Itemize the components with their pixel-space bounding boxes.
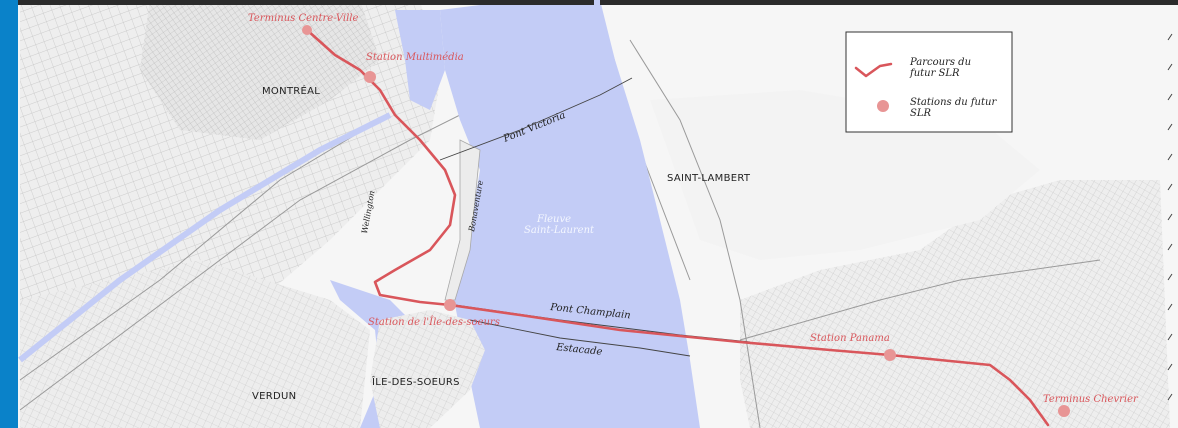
station-marker-chevrier	[1058, 405, 1070, 417]
legend-station-label-line2: SLR	[910, 108, 931, 119]
label-estacade: Estacade	[555, 342, 603, 358]
legend-route-swatch	[854, 62, 893, 78]
label-saint-lambert: SAINT-LAMBERT	[667, 173, 751, 184]
label-station-ile-des-soeurs: Station de l'Île-des-soeurs	[368, 316, 500, 328]
label-terminus-centre-ville: Terminus Centre-Ville	[248, 13, 358, 24]
saint-laurent-river	[440, 0, 700, 428]
slr-route	[305, 28, 1050, 427]
left-sidebar	[0, 0, 18, 428]
label-ile-des-soeurs: ÎLE-DES-SOEURS	[371, 375, 460, 388]
label-saint-laurent: Saint-Laurent	[524, 225, 595, 236]
station-marker-multimedia	[364, 71, 376, 83]
label-fleuve: Fleuve	[536, 214, 571, 225]
top-bar-right	[600, 0, 1178, 5]
pier	[444, 139, 481, 301]
legend-station-label-line1: Stations du futur	[910, 97, 997, 108]
ile-des-soeurs-island	[370, 310, 485, 428]
right-edge-hatching	[1167, 33, 1173, 401]
pont-victoria-line	[439, 77, 633, 161]
station-marker-centre-ville	[302, 25, 312, 35]
legend-route-label-line1: Parcours du	[909, 57, 971, 68]
top-bar-left	[18, 0, 594, 5]
downtown-dense-area	[140, 0, 380, 140]
estacade-line	[469, 319, 691, 357]
south-shore-urban-area	[740, 180, 1170, 428]
label-terminus-chevrier: Terminus Chevrier	[1043, 394, 1139, 405]
label-station-multimedia: Station Multimédia	[366, 52, 464, 63]
legend: Parcours du futur SLR Stations du futur …	[845, 31, 1013, 133]
lachine-canal	[18, 112, 392, 363]
legend-route-label-line2: futur SLR	[909, 68, 960, 79]
station-marker-ile-des-soeurs	[444, 299, 456, 311]
label-station-panama: Station Panama	[810, 333, 890, 344]
label-montreal: MONTRÉAL	[262, 84, 320, 97]
harbour-basins	[395, 10, 445, 110]
legend-box	[845, 31, 1013, 133]
station-marker-panama	[884, 349, 896, 361]
legend-station-swatch	[877, 100, 889, 112]
slr-stations	[302, 25, 1070, 417]
label-verdun: VERDUN	[252, 391, 296, 402]
verdun-urban-area	[20, 260, 370, 428]
